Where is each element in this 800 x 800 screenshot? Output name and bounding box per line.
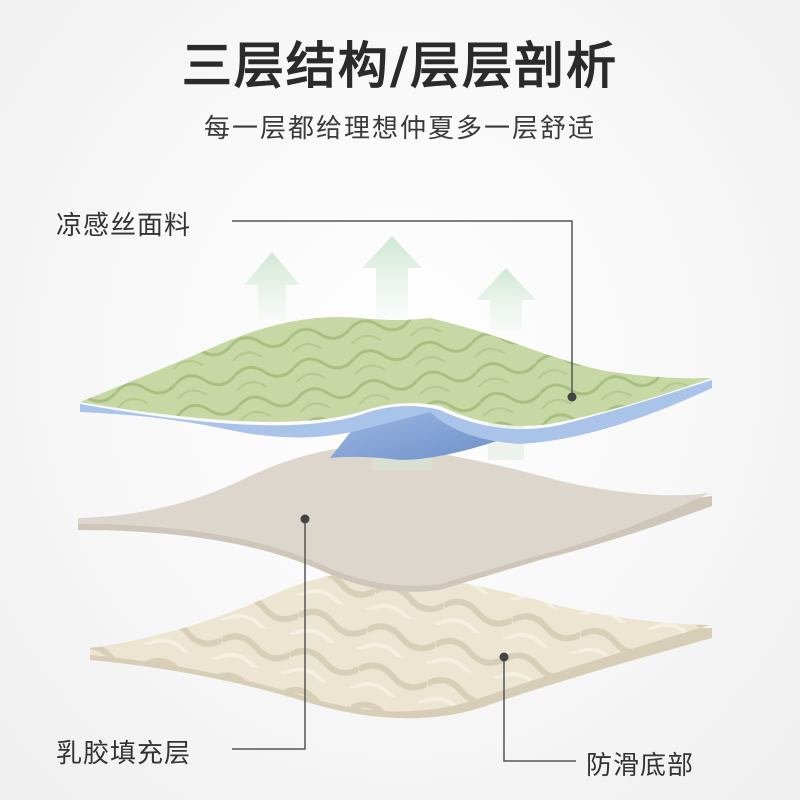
label-anti-slip-bottom: 防滑底部 bbox=[586, 745, 694, 782]
bottom-layer bbox=[90, 571, 712, 719]
label-cooling-fabric: 凉感丝面料 bbox=[56, 205, 191, 242]
top-fabric-layer bbox=[80, 317, 712, 460]
arrow-up-icon bbox=[362, 236, 422, 320]
arrow-up-icon bbox=[244, 252, 300, 320]
arrow-up-icon bbox=[476, 268, 536, 330]
marker-dot bbox=[568, 393, 577, 402]
label-latex-filling: 乳胶填充层 bbox=[56, 733, 191, 770]
marker-dot bbox=[500, 653, 509, 662]
marker-dot bbox=[301, 515, 310, 524]
